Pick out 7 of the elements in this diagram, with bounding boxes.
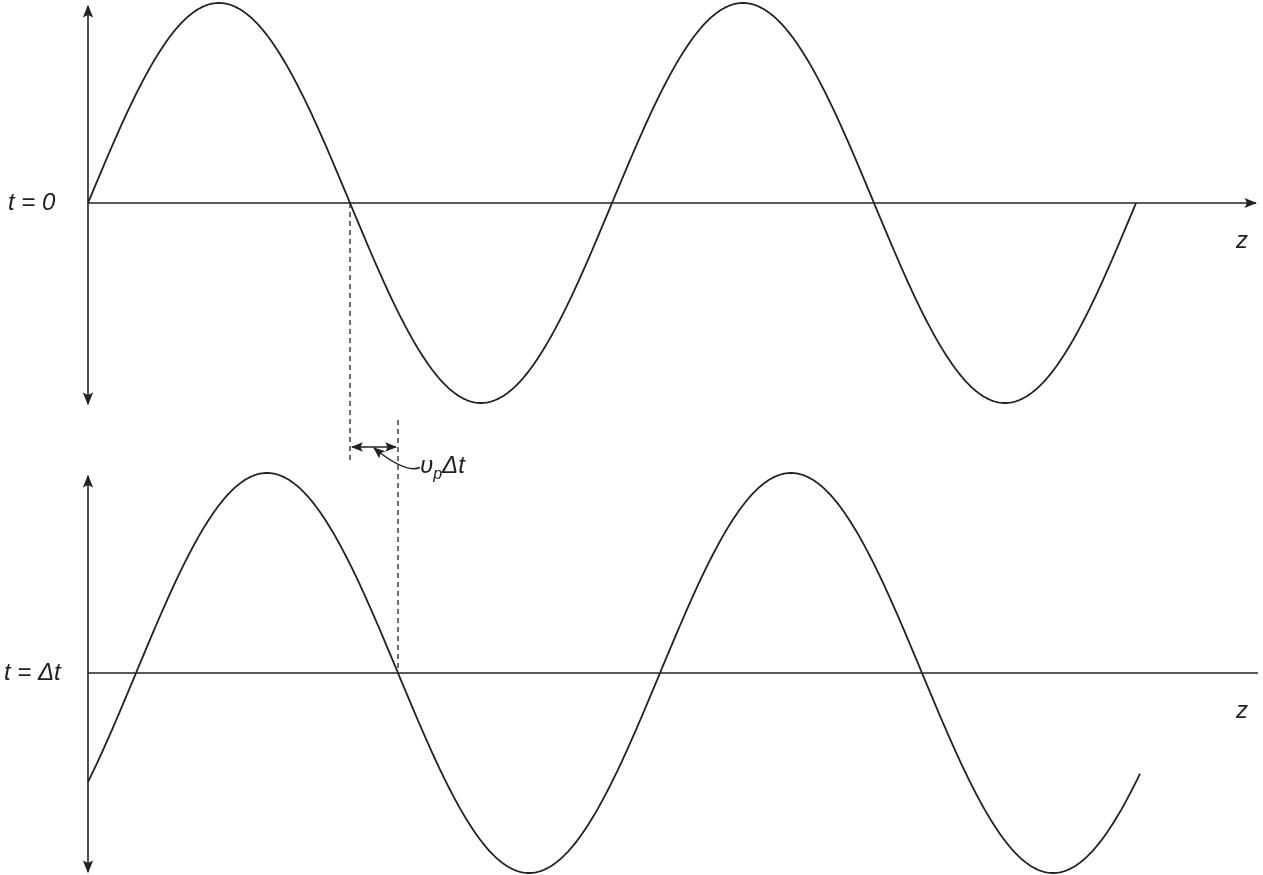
- leader-label: υ$_{p}$Δt: [420, 453, 465, 482]
- axis-label: z: [1236, 698, 1248, 722]
- axis-label: z: [1236, 228, 1248, 252]
- axis-label: t = Δt: [4, 660, 61, 684]
- dimension-line: [350, 442, 398, 452]
- leader-line: [373, 447, 421, 470]
- axis-label: t = 0: [8, 190, 56, 214]
